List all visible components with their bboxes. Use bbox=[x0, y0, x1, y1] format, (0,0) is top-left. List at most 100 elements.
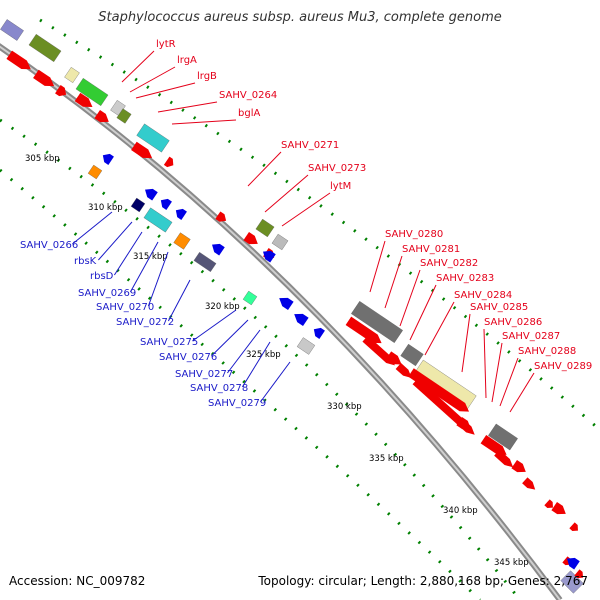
gene-arrow-shape bbox=[74, 92, 93, 108]
reverse-label-leader bbox=[147, 251, 169, 307]
gene-arrow-shape bbox=[574, 569, 584, 579]
gene-arrow-shape bbox=[345, 316, 382, 344]
cog-block-shape bbox=[193, 252, 217, 272]
gene-arrow-shape bbox=[412, 378, 475, 435]
cog-block-shape bbox=[143, 207, 173, 233]
gene-arrow bbox=[215, 211, 227, 222]
gene-arrow-shape bbox=[160, 198, 172, 210]
cog-block-shape bbox=[351, 301, 403, 343]
forward-label-leader bbox=[264, 174, 309, 213]
gene-arrow-shape bbox=[212, 243, 225, 256]
gene-arrow bbox=[567, 557, 580, 570]
gene-arrow bbox=[94, 109, 109, 123]
gene-arrow-shape bbox=[94, 109, 109, 123]
reverse-label-leader bbox=[192, 309, 237, 342]
gene-arrow-shape bbox=[163, 156, 174, 168]
forward-label-leader bbox=[424, 301, 455, 356]
scale-tick-label: 310 kbp bbox=[88, 203, 123, 213]
reverse-gene-label: SAHV_0277 bbox=[175, 369, 233, 380]
reverse-label-leader bbox=[259, 361, 291, 403]
reverse-gene-label: SAHV_0278 bbox=[190, 383, 248, 394]
gene-arrow bbox=[102, 153, 114, 165]
reverse-gene-label: rbsK bbox=[74, 256, 97, 267]
gene-arrow bbox=[408, 368, 470, 412]
cog-block-shape bbox=[130, 197, 146, 213]
forward-gene-label: SAHV_0284 bbox=[454, 290, 512, 301]
forward-label-leader bbox=[369, 240, 386, 293]
gene-arrow-shape bbox=[145, 188, 158, 201]
backbone-highlight bbox=[0, 45, 561, 600]
scale-tick-label: 340 kbp bbox=[443, 506, 478, 516]
forward-gene-label: lrgB bbox=[197, 71, 217, 82]
reverse-gene-label: SAHV_0279 bbox=[208, 398, 266, 409]
genome-summary-text: Topology: circular; Length: 2,880,168 bp… bbox=[258, 574, 588, 588]
forward-gene-label: lytM bbox=[330, 181, 351, 192]
cog-block bbox=[296, 337, 316, 355]
gene-arrow-shape bbox=[294, 313, 309, 327]
cog-block bbox=[193, 252, 217, 272]
gene-arrow bbox=[212, 243, 225, 256]
cog-block bbox=[87, 164, 103, 180]
forward-label-leader bbox=[399, 269, 421, 327]
gene-labels: lytRlrgAlrgBSAHV_0264bglASAHV_0271SAHV_0… bbox=[20, 39, 592, 409]
gene-arrow bbox=[160, 198, 172, 210]
cog-block bbox=[0, 19, 24, 41]
gene-arrow bbox=[74, 92, 93, 108]
gene-arrow-shape bbox=[522, 477, 536, 490]
cog-block bbox=[28, 34, 62, 62]
cog-block-shape bbox=[75, 78, 109, 106]
gene-arrow bbox=[294, 313, 309, 327]
reverse-label-leader bbox=[241, 341, 271, 388]
forward-label-leader bbox=[135, 82, 196, 99]
forward-label-leader bbox=[483, 328, 487, 399]
cds-track bbox=[6, 50, 584, 579]
gene-arrow bbox=[145, 188, 158, 201]
gene-arrow-shape bbox=[215, 211, 227, 222]
gene-arrow bbox=[551, 501, 566, 515]
scale-tick-label: 305 kbp bbox=[25, 154, 60, 164]
gene-arrow bbox=[522, 477, 536, 490]
cog-block-shape bbox=[488, 423, 518, 451]
gene-arrow bbox=[175, 208, 187, 220]
forward-label-leader bbox=[384, 255, 403, 309]
forward-gene-label: bglA bbox=[238, 108, 260, 119]
gene-arrow-shape bbox=[6, 50, 31, 70]
cog-feature-track bbox=[0, 19, 584, 594]
forward-gene-label: SAHV_0264 bbox=[219, 90, 277, 101]
cog-block bbox=[143, 207, 173, 233]
reverse-label-leader bbox=[167, 279, 191, 322]
gene-arrow-shape bbox=[408, 368, 470, 412]
gene-arrow-shape bbox=[279, 297, 294, 311]
forward-gene-label: SAHV_0273 bbox=[308, 163, 366, 174]
gene-arrow bbox=[131, 141, 153, 159]
gene-arrow-shape bbox=[102, 153, 114, 165]
forward-label-leader bbox=[281, 192, 331, 227]
gene-arrow bbox=[569, 522, 578, 531]
scale-tick-label: 330 kbp bbox=[327, 402, 362, 412]
cog-block-shape bbox=[116, 108, 132, 124]
reverse-gene-label: SAHV_0266 bbox=[20, 240, 78, 251]
forward-gene-label: SAHV_0285 bbox=[470, 302, 528, 313]
gene-arrow bbox=[480, 435, 507, 455]
cog-block-shape bbox=[400, 343, 424, 367]
gene-arrow bbox=[511, 459, 526, 473]
forward-gene-label: SAHV_0271 bbox=[281, 140, 339, 151]
reverse-label-leader bbox=[72, 211, 113, 245]
backbone-outer bbox=[0, 43, 563, 600]
forward-label-leader bbox=[509, 372, 535, 413]
reverse-gene-label: SAHV_0275 bbox=[140, 337, 198, 348]
cog-block-shape bbox=[271, 233, 289, 251]
cog-block bbox=[75, 78, 109, 106]
forward-label-leader bbox=[461, 313, 471, 373]
cog-block bbox=[488, 423, 518, 451]
gene-arrow-shape bbox=[33, 69, 55, 87]
backbone-track bbox=[0, 43, 563, 600]
cog-block-shape bbox=[0, 19, 24, 41]
gene-arrow bbox=[494, 449, 514, 468]
forward-label-leader bbox=[409, 284, 437, 341]
reverse-gene-label: SAHV_0272 bbox=[116, 317, 174, 328]
gene-arrow-shape bbox=[480, 435, 507, 455]
forward-label-leader bbox=[499, 357, 519, 407]
cog-block bbox=[130, 197, 146, 213]
